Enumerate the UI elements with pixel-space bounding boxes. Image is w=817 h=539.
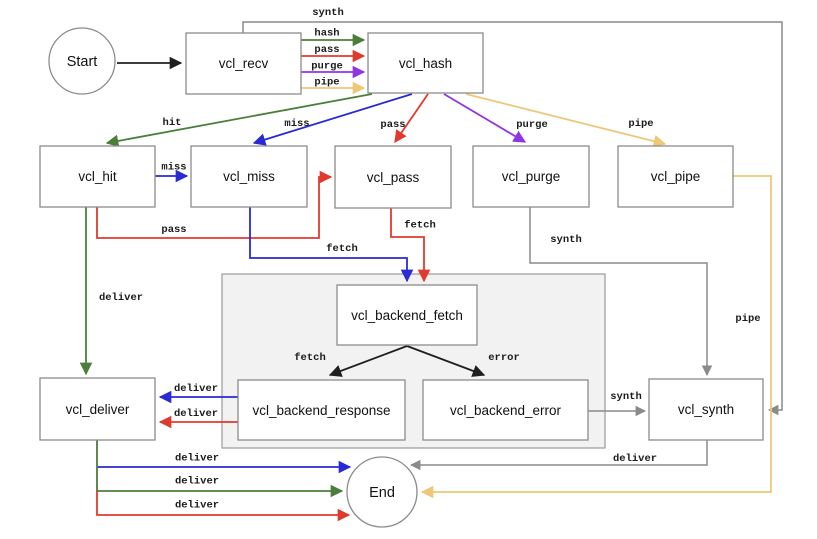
edge-hash-to-hit <box>105 93 373 148</box>
label-deliver-bresp-blue: deliver <box>174 383 218 395</box>
label-synth-top: synth <box>312 7 344 19</box>
vcl-miss-label: vcl_miss <box>223 169 275 184</box>
vcl-pass-box <box>334 145 452 209</box>
label-pass-fan: pass <box>380 119 405 131</box>
edge-pipe-to-end <box>420 175 772 499</box>
node-vcl-backend-error: vcl_backend_error <box>422 379 589 441</box>
vcl-synth-label: vcl_synth <box>678 402 734 417</box>
edge-bfetch-to-bresponse <box>328 345 408 377</box>
node-vcl-miss: vcl_miss <box>190 145 308 208</box>
vcl-recv-box <box>185 32 302 95</box>
edge-synth-to-end <box>409 440 708 471</box>
node-vcl-hit: vcl_hit <box>39 145 156 208</box>
start-circle <box>48 27 116 95</box>
start-label: Start <box>67 54 98 70</box>
vcl-recv-label: vcl_recv <box>219 56 269 71</box>
label-fetch-backend: fetch <box>294 352 326 364</box>
vcl-pipe-label: vcl_pipe <box>651 169 701 184</box>
vcl-hit-box <box>39 145 156 208</box>
label-pipe-right: pipe <box>735 313 760 325</box>
vcl-backend-error-box <box>422 379 589 441</box>
label-purge-fan: purge <box>516 119 548 131</box>
node-vcl-backend-response: vcl_backend_response <box>237 379 406 441</box>
label-pipe-fan: pipe <box>628 118 653 130</box>
edge-recv-synth-to-synth <box>242 21 783 416</box>
vcl-backend-response-label: vcl_backend_response <box>252 403 390 418</box>
label-deliver-bresp-red: deliver <box>174 408 218 420</box>
label-hit: hit <box>163 117 182 129</box>
label-deliver-end-red: deliver <box>175 500 219 512</box>
edge-deliver-to-end-red <box>96 491 351 522</box>
end-circle <box>346 456 418 528</box>
label-error-backend: error <box>488 352 520 364</box>
edge-miss-to-backend-fetch <box>249 207 414 283</box>
node-vcl-pass: vcl_pass <box>334 145 452 209</box>
edge-hash-to-miss <box>252 93 413 146</box>
vcl-hit-label: vcl_hit <box>78 169 117 184</box>
label-pass-hit: pass <box>161 224 186 236</box>
edge-hash-to-pass <box>394 93 429 144</box>
edge-purge-to-synth <box>529 207 713 377</box>
edges <box>79 21 783 522</box>
node-vcl-deliver: vcl_deliver <box>39 377 156 441</box>
label-fetch-pass: fetch <box>404 220 436 232</box>
edge-hash-to-purge <box>443 93 527 143</box>
vcl-backend-fetch-label: vcl_backend_fetch <box>351 308 463 323</box>
vcl-deliver-label: vcl_deliver <box>66 402 130 417</box>
label-pipe-recv: pipe <box>314 77 339 89</box>
label-miss-fan: miss <box>284 118 309 130</box>
label-deliver-hit: deliver <box>99 292 143 304</box>
edge-hit-to-pass <box>96 170 333 239</box>
vcl-backend-error-label: vcl_backend_error <box>450 403 562 418</box>
end-label: End <box>369 485 395 501</box>
label-deliver-synth: deliver <box>613 453 657 465</box>
label-synth-berror: synth <box>610 391 642 403</box>
vcl-deliver-box <box>39 377 156 441</box>
label-miss-hit: miss <box>161 162 186 174</box>
vcl-hash-box <box>367 32 484 94</box>
node-vcl-backend-fetch: vcl_backend_fetch <box>336 284 478 346</box>
label-fetch-miss: fetch <box>326 243 358 255</box>
node-vcl-hash: vcl_hash <box>367 32 484 94</box>
vcl-backend-response-box <box>237 379 406 441</box>
label-purge-recv: purge <box>311 61 343 73</box>
node-end: End <box>346 456 418 528</box>
vcl-synth-box <box>648 378 764 441</box>
label-hash: hash <box>314 28 339 40</box>
edge-bfetch-to-berror <box>406 345 486 377</box>
edge-pass-to-backend-fetch <box>390 208 431 283</box>
vcl-hash-label: vcl_hash <box>399 56 452 71</box>
vcl-purge-label: vcl_purge <box>502 169 561 184</box>
node-vcl-purge: vcl_purge <box>472 145 590 208</box>
edge-hash-to-pipe <box>465 93 667 148</box>
nodes: Start vcl_recv vcl_hash vcl_hit vcl_miss… <box>39 27 764 528</box>
vcl-pass-label: vcl_pass <box>367 170 420 185</box>
label-deliver-end-green: deliver <box>175 476 219 488</box>
label-deliver-end-blue: deliver <box>175 453 219 465</box>
label-synth-purge: synth <box>550 234 582 246</box>
node-vcl-synth: vcl_synth <box>648 378 764 441</box>
node-vcl-recv: vcl_recv <box>185 32 302 95</box>
vcl-miss-box <box>190 145 308 208</box>
label-pass-recv: pass <box>314 44 339 56</box>
vcl-purge-box <box>472 145 590 208</box>
vcl-pipe-box <box>617 145 734 208</box>
node-vcl-pipe: vcl_pipe <box>617 145 734 208</box>
node-start: Start <box>48 27 116 95</box>
edge-labels: synth hash pass purge pipe hit miss pass… <box>99 7 761 512</box>
vcl-backend-fetch-box <box>336 284 478 346</box>
